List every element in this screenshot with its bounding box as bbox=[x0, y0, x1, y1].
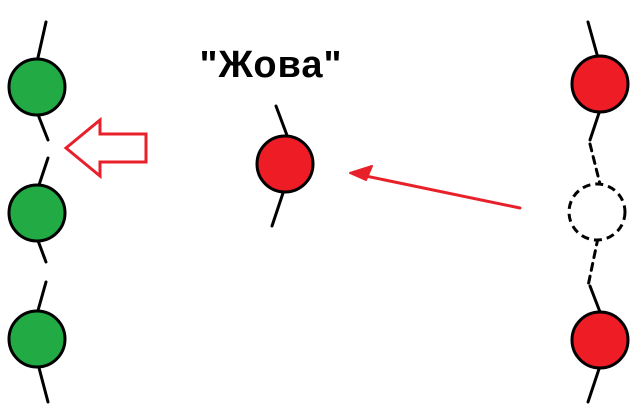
left-bead-middle bbox=[7, 183, 67, 243]
caption-label: "Жова" bbox=[199, 44, 343, 86]
right-chain-link bbox=[588, 284, 602, 314]
left-chain-link-top bbox=[35, 20, 48, 64]
left-chain-link-bottom bbox=[36, 362, 50, 404]
left-bead-top bbox=[7, 57, 67, 117]
left-chain-link bbox=[35, 280, 48, 316]
right-chain-link bbox=[588, 142, 602, 186]
right-bead-bottom bbox=[570, 310, 630, 370]
hollow-arrow-left bbox=[63, 116, 148, 180]
right-chain-link-bottom bbox=[586, 364, 602, 404]
center-link-top bbox=[274, 104, 290, 140]
right-bead-missing bbox=[567, 182, 627, 242]
right-chain-link bbox=[588, 108, 602, 142]
left-chain-link bbox=[35, 110, 50, 142]
center-link-bottom bbox=[270, 188, 286, 228]
right-bead-top bbox=[570, 54, 630, 114]
right-chain-link bbox=[586, 236, 600, 288]
line-arrow-head bbox=[349, 165, 373, 181]
line-arrow-to-center bbox=[354, 172, 522, 210]
removed-bead bbox=[255, 134, 315, 194]
left-chain-link bbox=[36, 156, 50, 190]
left-bead-bottom bbox=[7, 309, 67, 369]
right-chain-link-top bbox=[586, 20, 600, 60]
